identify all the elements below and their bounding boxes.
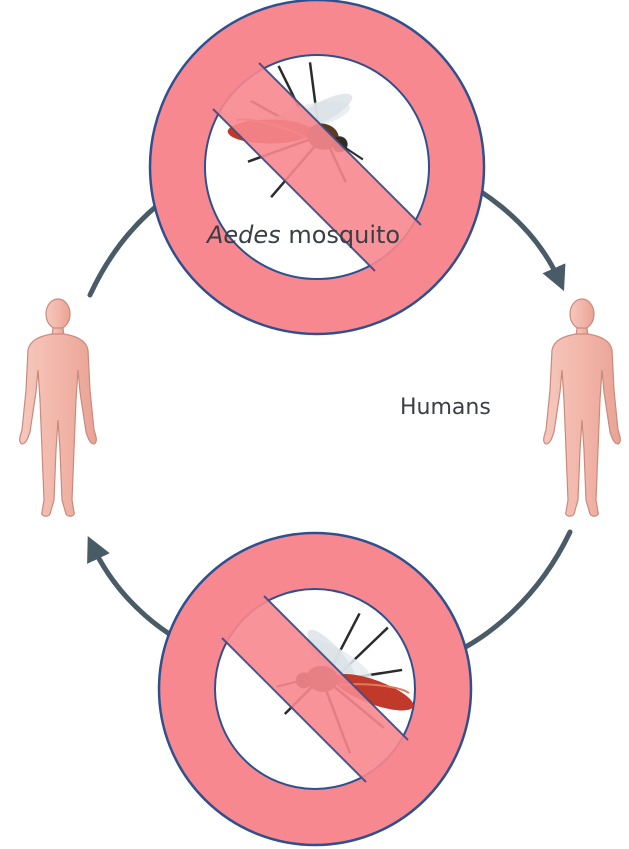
mosquito-genus: Aedes <box>207 221 281 249</box>
humans-label: Humans <box>400 395 491 420</box>
mosquito-word: mosquito <box>288 221 400 249</box>
prohibited-mosquito-bottom <box>159 533 471 845</box>
mosquito-label: Aedes mosquito <box>207 221 400 249</box>
human-figure-left-icon <box>20 299 97 516</box>
prohibited-mosquito-top <box>150 0 484 334</box>
human-figure-right-icon <box>544 299 621 516</box>
